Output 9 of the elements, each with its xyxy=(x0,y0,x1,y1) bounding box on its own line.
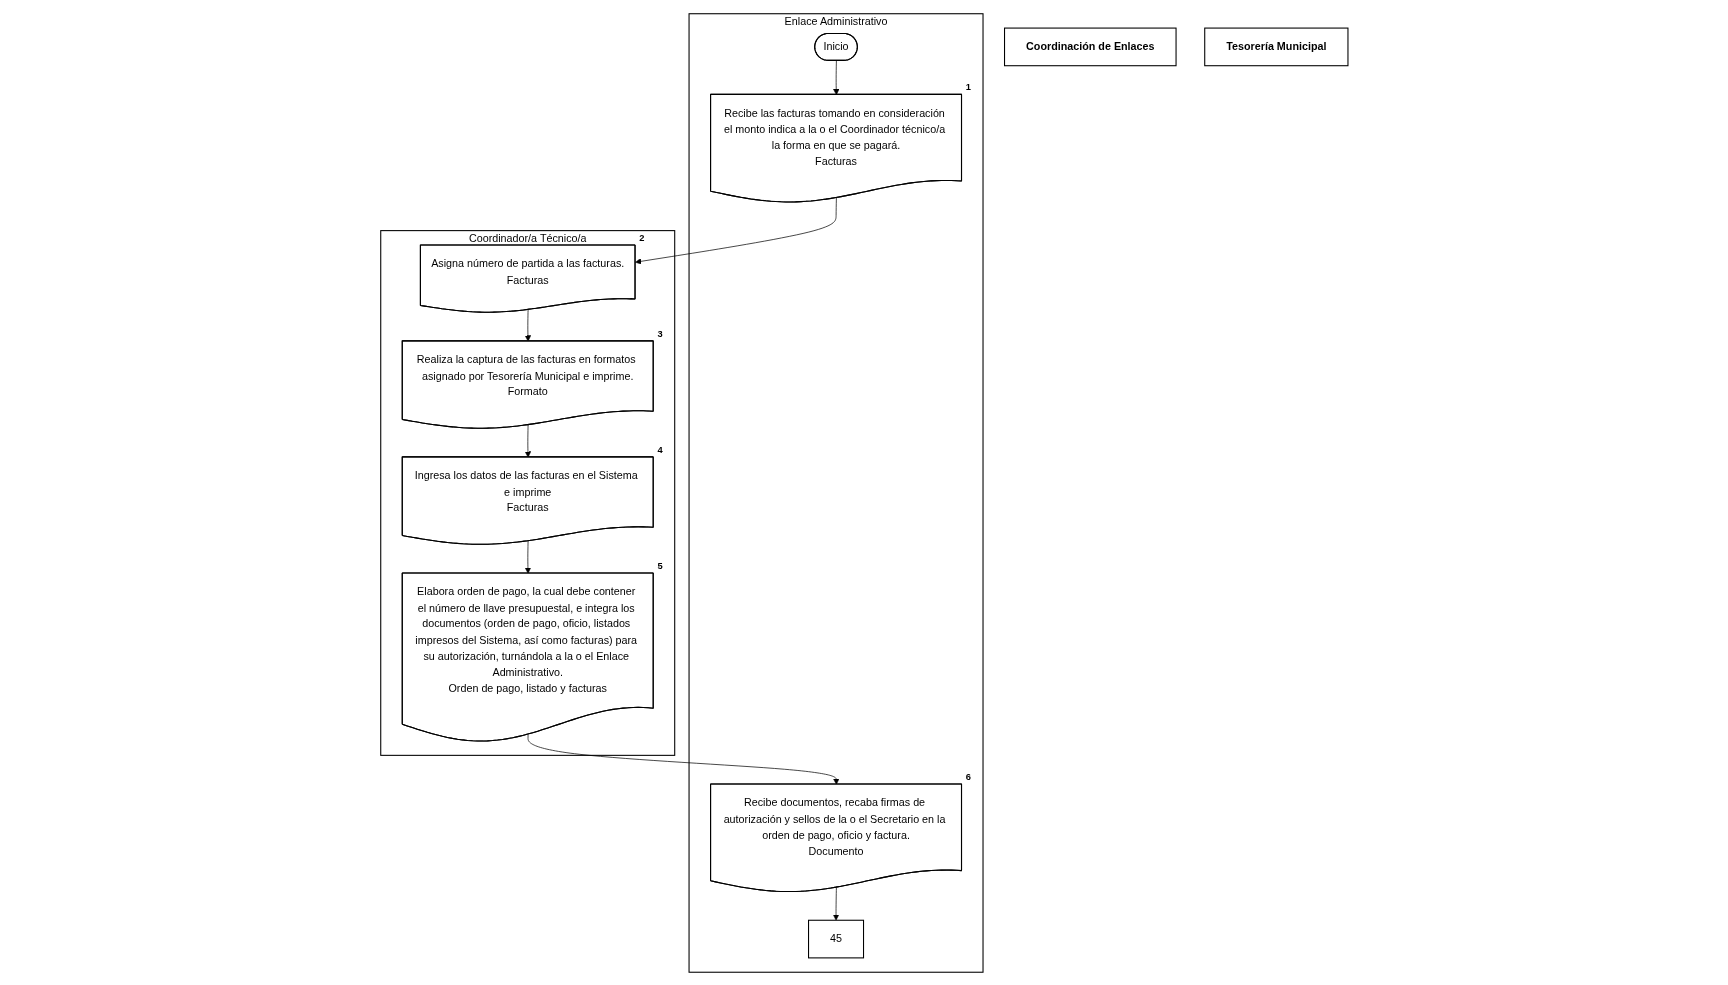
step-number: 5 xyxy=(657,560,663,571)
step-number: 4 xyxy=(657,444,663,455)
node-box: 45 xyxy=(807,919,864,958)
step-number: 1 xyxy=(965,81,971,92)
node-box: Coordinación de Enlaces xyxy=(1003,27,1177,66)
step-number: 2 xyxy=(639,232,645,243)
node-box: Tesorería Municipal xyxy=(1203,27,1349,66)
step-number: 3 xyxy=(657,328,663,339)
step-number: 6 xyxy=(965,771,971,782)
